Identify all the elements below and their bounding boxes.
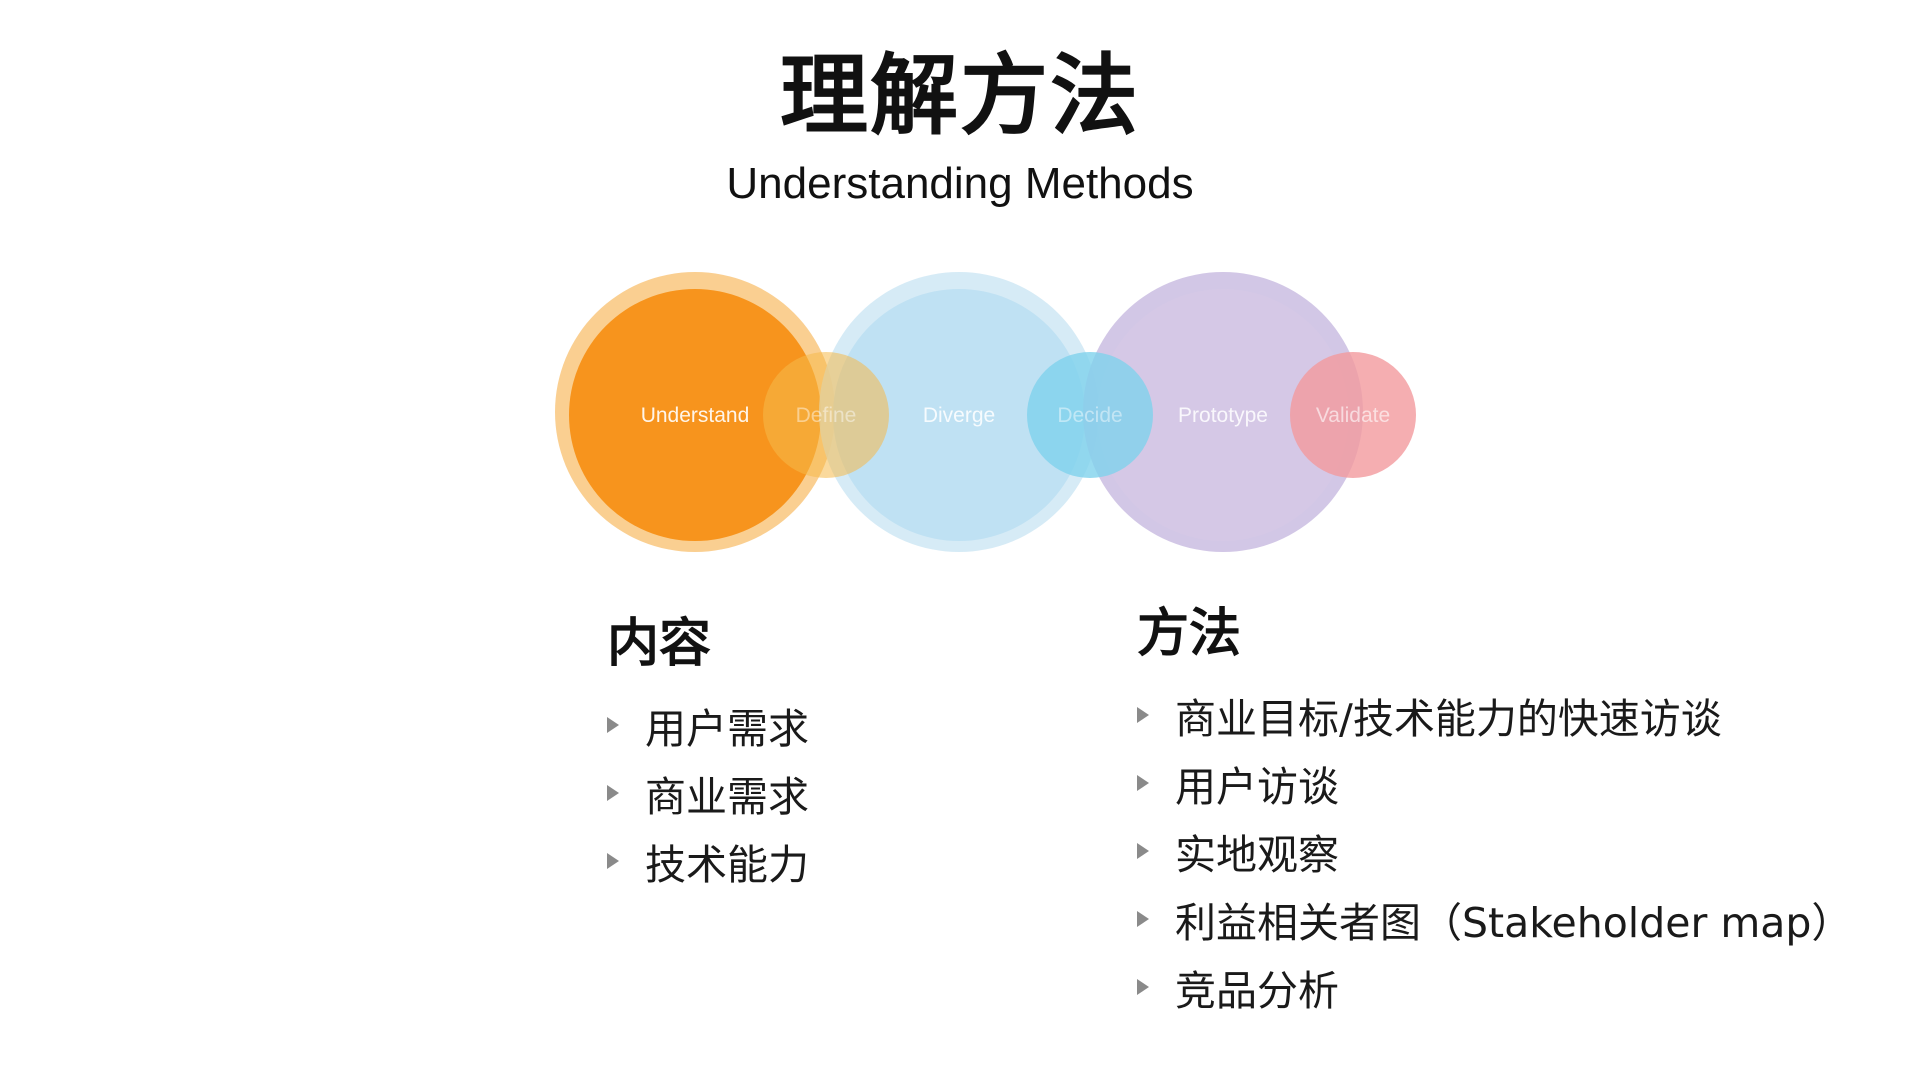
- content-column: 内容 用户需求 商业需求 技术能力: [607, 612, 1027, 895]
- list-item: 商业目标/技术能力的快速访谈: [1137, 681, 1897, 749]
- method-item-label: 用户访谈: [1175, 763, 1339, 811]
- decide-label: Decide: [1057, 404, 1122, 427]
- sprint-circles-svg: Understand Diverge Prototype Define Deci…: [555, 272, 1416, 552]
- methods-list: 商业目标/技术能力的快速访谈 用户访谈 实地观察 利益相关者图（Stakehol…: [1137, 681, 1897, 1021]
- bullet-triangle-icon: [1137, 707, 1149, 723]
- bullet-triangle-icon: [607, 785, 619, 801]
- bullet-triangle-icon: [1137, 979, 1149, 995]
- prototype-stage: Prototype: [1083, 272, 1363, 552]
- content-heading: 内容: [607, 614, 712, 674]
- understand-label: Understand: [641, 404, 750, 427]
- method-item-label: 竞品分析: [1175, 967, 1339, 1015]
- validate-label: Validate: [1316, 404, 1390, 427]
- list-item: 利益相关者图（Stakeholder map）: [1137, 885, 1897, 953]
- define-label: Define: [796, 404, 857, 427]
- understand-stage: Understand: [555, 272, 835, 552]
- list-item: 实地观察: [1137, 817, 1897, 885]
- list-item: 用户访谈: [1137, 749, 1897, 817]
- bullet-triangle-icon: [607, 717, 619, 733]
- list-item: 竞品分析: [1137, 953, 1897, 1021]
- methods-heading: 方法: [1137, 604, 1242, 664]
- decide-circle: [1027, 352, 1153, 478]
- validate-circle: [1290, 352, 1416, 478]
- bullet-triangle-icon: [1137, 911, 1149, 927]
- list-item: 技术能力: [607, 827, 1027, 895]
- list-item: 商业需求: [607, 759, 1027, 827]
- content-item-label: 用户需求: [645, 705, 809, 753]
- bullet-triangle-icon: [1137, 775, 1149, 791]
- define-circle: [763, 352, 889, 478]
- method-item-label: 利益相关者图（Stakeholder map）: [1175, 899, 1853, 947]
- prototype-label: Prototype: [1178, 404, 1268, 427]
- diverge-label: Diverge: [923, 404, 995, 427]
- list-item: 用户需求: [607, 691, 1027, 759]
- content-item-label: 商业需求: [645, 773, 809, 821]
- page-title: 理解方法: [779, 44, 1140, 147]
- methods-column: 方法 商业目标/技术能力的快速访谈 用户访谈 实地观察 利益相关者图（Stake…: [1137, 602, 1897, 1021]
- define-stage: Define: [763, 352, 889, 478]
- understand-circle: [569, 289, 821, 541]
- content-list: 用户需求 商业需求 技术能力: [607, 691, 1027, 895]
- design-sprint-diagram: Understand Diverge Prototype Define Deci…: [545, 265, 1425, 565]
- bullet-triangle-icon: [1137, 843, 1149, 859]
- diverge-stage: Diverge: [819, 272, 1099, 552]
- prototype-circle: [1097, 289, 1349, 541]
- diverge-circle: [833, 289, 1085, 541]
- decide-stage: Decide: [1027, 352, 1153, 478]
- content-item-label: 技术能力: [645, 841, 809, 889]
- validate-stage: Validate: [1290, 352, 1416, 478]
- method-item-label: 实地观察: [1175, 831, 1339, 879]
- page-subtitle: Understanding Methods: [726, 159, 1194, 208]
- method-item-label: 商业目标/技术能力的快速访谈: [1175, 695, 1722, 743]
- bullet-triangle-icon: [607, 853, 619, 869]
